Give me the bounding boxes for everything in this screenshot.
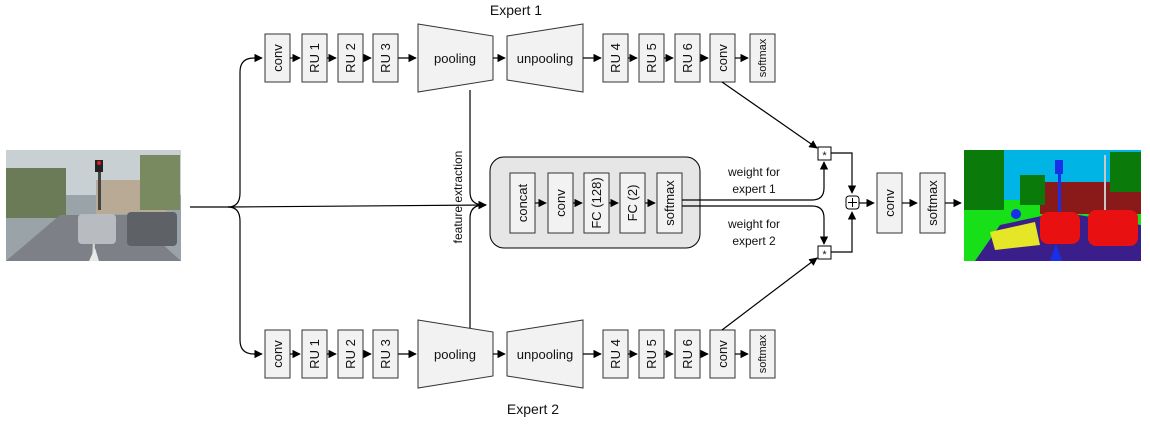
e2-softmax-box xyxy=(749,329,776,379)
e2-ru4-box xyxy=(602,329,629,379)
gate-fc128-box xyxy=(583,172,610,234)
output-segmentation-image xyxy=(964,150,1141,261)
gate-conv-label: conv xyxy=(553,189,568,217)
e2-ru6-box xyxy=(674,329,701,379)
e1-conv-box xyxy=(264,33,291,83)
e2-ru3-label: RU 3 xyxy=(378,339,393,369)
e2-ru5-label: RU 5 xyxy=(644,339,659,369)
e1-ru5-box xyxy=(638,33,665,83)
weight-expert-2-line2: expert 2 xyxy=(732,234,776,248)
feature-extraction-edges xyxy=(469,90,487,328)
e2-conv2-label: conv xyxy=(715,340,730,368)
e2-ru1-label: RU 1 xyxy=(307,339,322,369)
e2-ru2-label: RU 2 xyxy=(343,339,358,369)
e1-pooling-label: pooling xyxy=(434,51,476,66)
e1-conv-label: conv xyxy=(270,44,285,72)
e2-ru6-label: RU 6 xyxy=(680,339,695,369)
fusion-softmax-box xyxy=(919,172,946,234)
weight-expert-1-line1: weight for xyxy=(727,165,780,179)
e2-ru1-box xyxy=(301,329,328,379)
e1-conv2-box xyxy=(709,33,736,83)
e2-unpooling-label: unpooling xyxy=(517,347,573,362)
e1-pooling-trapezoid xyxy=(417,23,494,93)
e2-ru4-label: RU 4 xyxy=(608,339,623,369)
fusion-head: conv softmax xyxy=(859,172,962,234)
gate-softmax-label: softmax xyxy=(662,180,677,226)
e1-ru4-box xyxy=(602,33,629,83)
weight-edges xyxy=(682,161,829,245)
feature-extraction-label: feature extraction xyxy=(451,151,465,244)
input-split-edges xyxy=(190,53,487,359)
e2-pooling-label: pooling xyxy=(434,347,476,362)
e1-softmax-label: softmax xyxy=(757,38,769,77)
e1-ru2-box xyxy=(337,33,364,83)
e1-ru5-label: RU 5 xyxy=(644,43,659,73)
e1-ru6-label: RU 6 xyxy=(680,43,695,73)
e1-softmax-box xyxy=(749,33,776,83)
gating-network: concat conv FC (128) FC (2) softmax xyxy=(489,156,701,249)
multiplier-top-label: * xyxy=(822,150,827,162)
e1-unpooling-trapezoid xyxy=(506,23,584,93)
gate-fc128-label: FC (128) xyxy=(589,177,604,228)
gate-conv-box xyxy=(547,172,574,234)
e2-softmax-label: softmax xyxy=(757,334,769,373)
expert-1-title: Expert 1 xyxy=(490,2,542,18)
expert-2-branch: conv RU 1 RU 2 RU 3 pooling unpooling RU… xyxy=(264,319,776,389)
e1-ru2-label: RU 2 xyxy=(343,43,358,73)
e2-ru3-box xyxy=(372,329,399,379)
multiplier-top: * xyxy=(817,146,832,162)
e2-conv-label: conv xyxy=(270,340,285,368)
weight-expert-1-line2: expert 1 xyxy=(732,182,776,196)
e2-unpooling-trapezoid xyxy=(506,319,584,389)
gate-concat-label: concat xyxy=(515,183,530,222)
gate-concat-box xyxy=(509,172,536,234)
e2-pooling-trapezoid xyxy=(417,319,494,389)
e1-conv2-label: conv xyxy=(715,44,730,72)
expert-2-title: Expert 2 xyxy=(507,401,559,417)
e1-ru4-label: RU 4 xyxy=(608,43,623,73)
gate-softmax-box xyxy=(656,172,683,234)
fusion-conv-label: conv xyxy=(882,189,897,217)
weight-expert-2-line1: weight for xyxy=(727,217,780,231)
e1-ru1-box xyxy=(301,33,328,83)
e2-conv-box xyxy=(264,329,291,379)
input-image xyxy=(6,150,181,262)
e2-ru2-box xyxy=(337,329,364,379)
e2-conv2-box xyxy=(709,329,736,379)
e2-ru5-box xyxy=(638,329,665,379)
sum-node xyxy=(831,152,860,253)
e1-unpooling-label: unpooling xyxy=(517,51,573,66)
e1-ru1-label: RU 1 xyxy=(307,43,322,73)
e1-ru3-label: RU 3 xyxy=(378,43,393,73)
multiplier-bottom: * xyxy=(817,245,832,261)
expert-to-multiplier-edges xyxy=(721,81,818,331)
fusion-softmax-label: softmax xyxy=(925,180,940,226)
multiplier-bottom-label: * xyxy=(822,249,827,261)
gate-fc2-label: FC (2) xyxy=(625,185,640,222)
expert-1-branch: conv RU 1 RU 2 RU 3 pooling unpooling RU… xyxy=(264,23,776,93)
